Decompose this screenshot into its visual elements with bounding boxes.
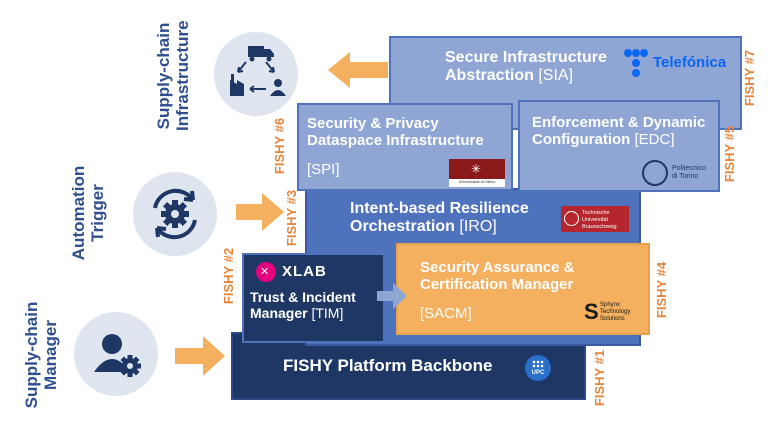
sphynx-logo: S Sphynx Technology Solutions [584,299,631,324]
polito-logo: Politecnico di Torino [642,160,718,188]
sia-title: Secure Infrastructure Abstraction [SIA] [445,49,607,85]
fishy-label-5: FISHY #5 [722,125,737,183]
arrow-tim-to-sacm-icon [377,283,407,309]
fishy-label-6: FISHY #6 [272,117,287,175]
fishy-label-4: FISHY #4 [654,261,669,319]
tim-title: Trust & Incident Manager [TIM] [250,289,356,322]
fishy-label-7: FISHY #7 [742,49,757,107]
iro-title: Intent-based Resilience Orchestration [I… [350,200,529,236]
backbone-title: FISHY Platform Backbone [283,356,493,375]
fishy-label-2: FISHY #2 [221,247,236,305]
gear-cycle-icon [133,172,217,256]
arrow-sia-to-infra-icon [328,52,388,88]
side-label-automation-trigger: Automation Trigger [69,165,107,261]
edc-box: Enforcement & Dynamic Configuration [EDC… [518,100,720,192]
spi-code: [SPI] [307,161,340,178]
truck-factory-cycle-icon [214,32,298,116]
upc-logo: UPC [525,355,551,381]
fishy-label-3: FISHY #3 [284,189,299,247]
tu-braunschweig-logo: Technische Universität Braunschweig [561,206,629,232]
telefonica-logo: Telefónica [623,46,737,80]
side-label-supply-chain-manager: Supply-chain Manager [22,301,60,409]
edc-title: Enforcement & Dynamic Configuration [EDC… [532,114,706,149]
spi-box: Security & Privacy Dataspace Infrastruct… [297,103,513,191]
sacm-code: [SACM] [420,305,472,322]
side-label-supply-chain-infrastructure: Supply-chain Infrastructure [154,20,192,131]
fishy-label-1: FISHY #1 [592,349,607,407]
tim-box: ✕ XLAB Trust & Incident Manager [TIM] [242,253,385,343]
arrow-manager-to-backbone-icon [175,336,225,376]
uminho-logo: ✳ Universidade do Minho [449,159,505,187]
sacm-title: Security Assurance & Certification Manag… [420,259,575,294]
xlab-logo: ✕ XLAB [256,261,346,283]
arrow-trigger-to-iro-icon [236,193,284,231]
user-gear-icon [74,312,158,396]
spi-title: Security & Privacy Dataspace Infrastruct… [307,115,484,150]
sacm-box: Security Assurance & Certification Manag… [396,243,650,335]
